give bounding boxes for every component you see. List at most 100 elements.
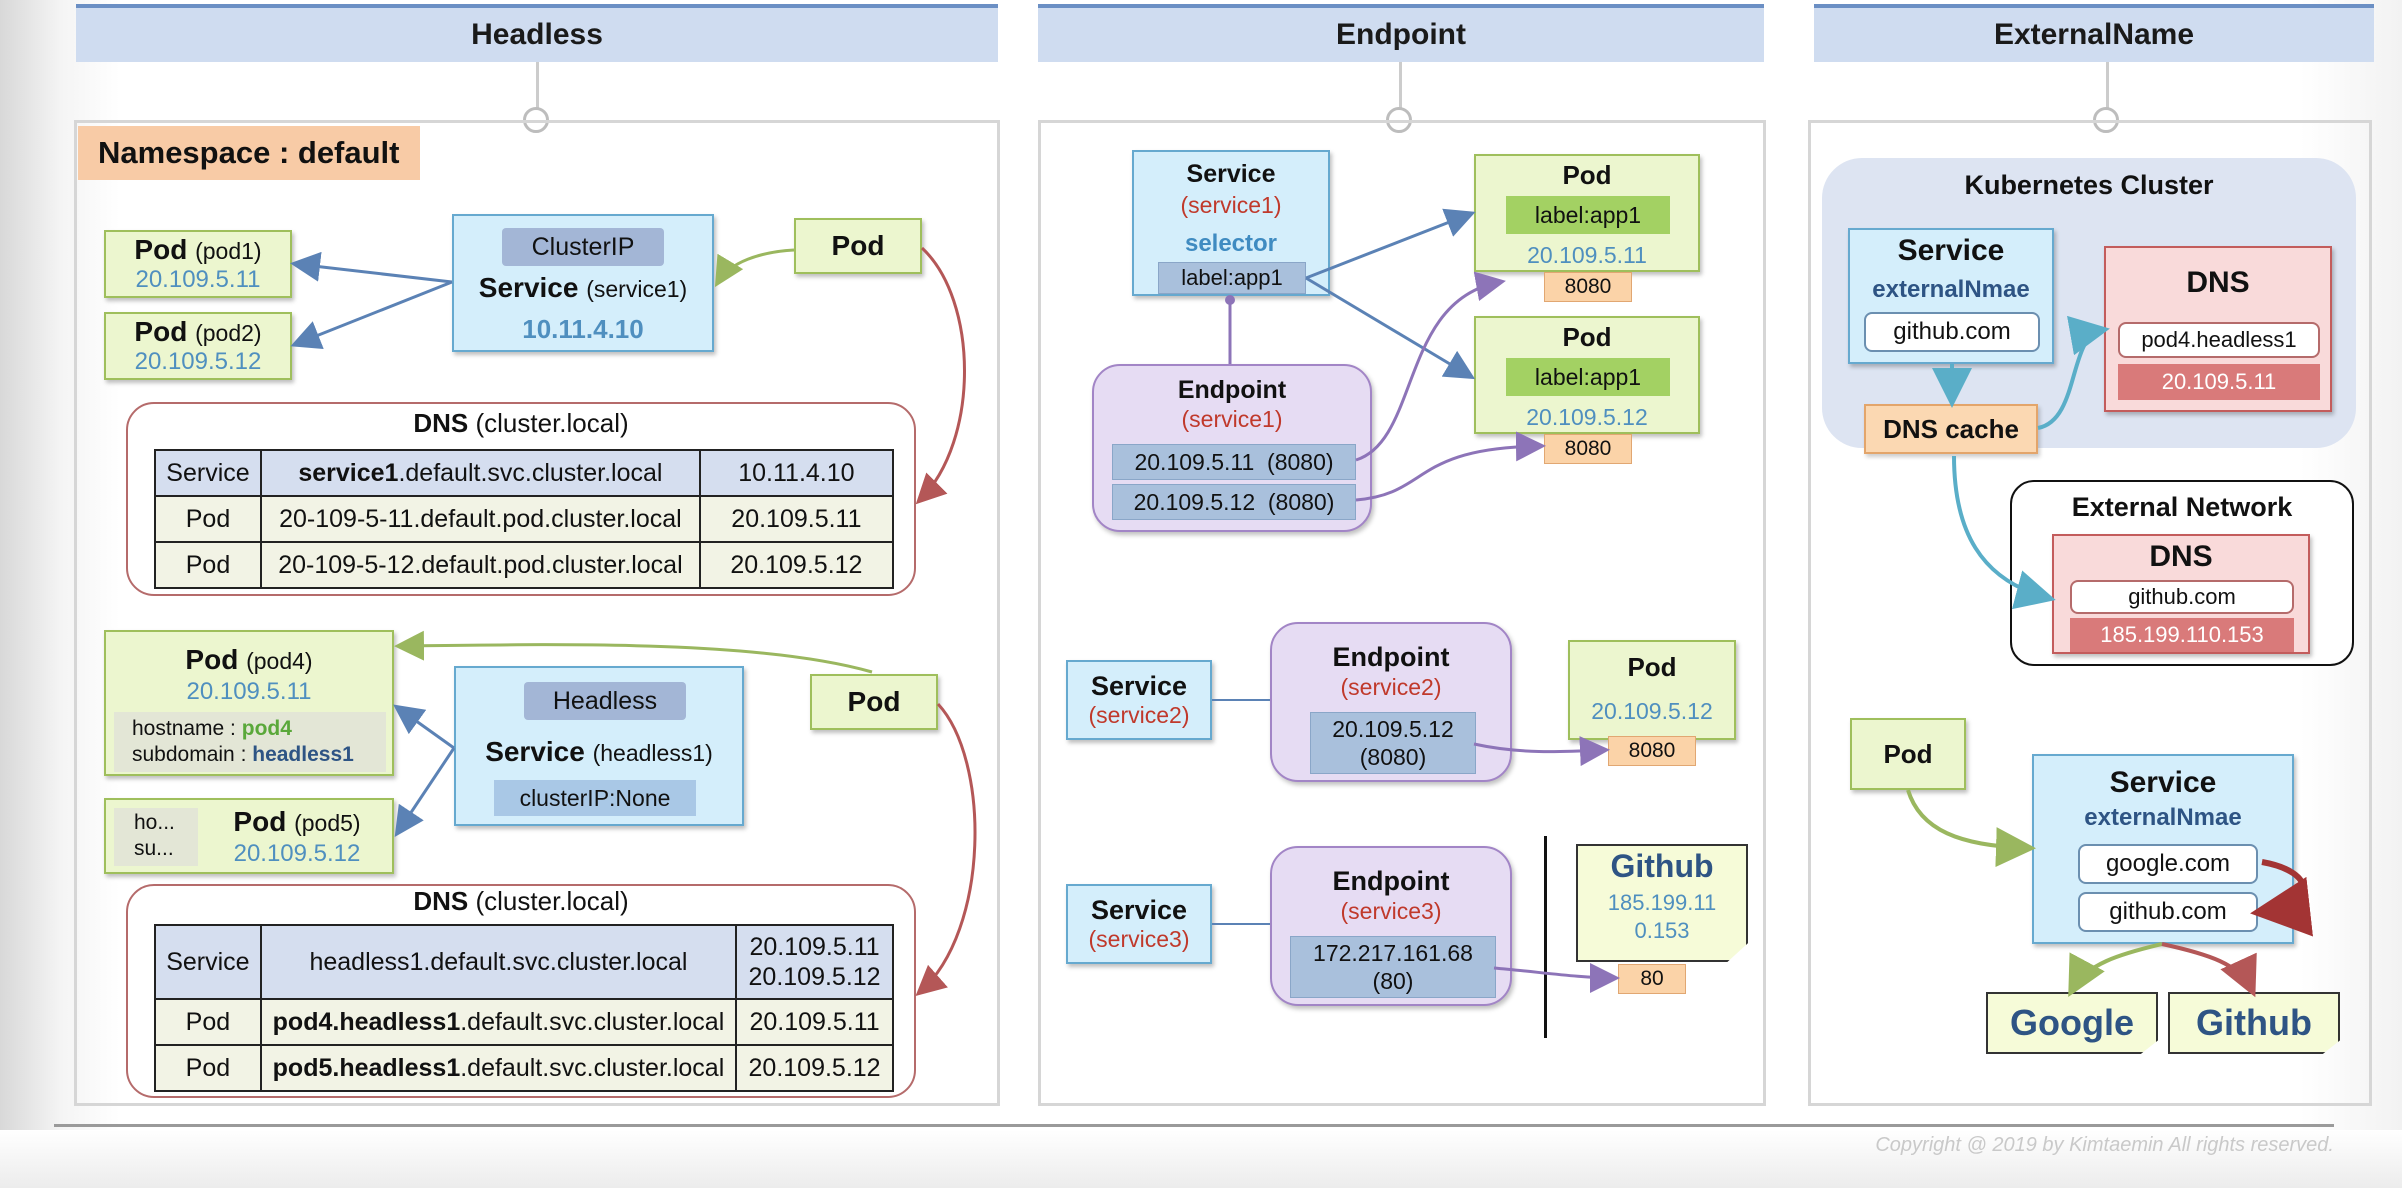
namespace-label: Namespace : default bbox=[78, 126, 420, 180]
headless-service-box: Headless Service (headless1) clusterIP:N… bbox=[454, 666, 744, 826]
ext-client-pod: Pod bbox=[1850, 718, 1966, 790]
dns-ip: 20.109.5.11 bbox=[698, 495, 895, 543]
external-dns-box: DNS github.com 185.199.110.153 bbox=[2052, 534, 2310, 654]
table-row: Service headless1.default.svc.cluster.lo… bbox=[154, 924, 894, 1000]
pod5-box: ho... su... Pod (pod5) 20.109.5.12 bbox=[104, 798, 394, 874]
header-headless: Headless bbox=[76, 4, 998, 62]
endpoint1-title: Endpoint bbox=[1177, 376, 1287, 404]
connector-line bbox=[1399, 62, 1402, 112]
dns-name: headless1.default.svc.cluster.local bbox=[259, 924, 738, 1000]
service1-endpoint1-dot bbox=[1225, 295, 1235, 305]
dns-name: .default.svc.cluster.local bbox=[398, 458, 663, 487]
arrow-selector-pod-b bbox=[1305, 276, 1476, 380]
github-port: 80 bbox=[1618, 964, 1686, 994]
ep-pod-a-box: Pod label:app1 20.109.5.11 bbox=[1474, 154, 1700, 272]
arrow-endpoint2-pod-c bbox=[1473, 736, 1610, 767]
header-endpoint: Endpoint bbox=[1038, 4, 1764, 62]
endpoint2-addr2: (8080) bbox=[1359, 744, 1427, 770]
ep-pod-b-label: label:app1 bbox=[1506, 358, 1670, 396]
arrow-service2-github bbox=[2161, 942, 2257, 998]
ep-pod-b-title: Pod bbox=[1562, 322, 1612, 352]
ext-service2-value1: google.com bbox=[2078, 844, 2258, 884]
pod1-box: Pod (pod1) 20.109.5.11 bbox=[104, 230, 292, 298]
ep-pod-a-ip: 20.109.5.11 bbox=[1527, 242, 1647, 268]
ep-service1-name: (service1) bbox=[1180, 192, 1282, 218]
arrow-dnscache-externaldns bbox=[1952, 455, 2056, 610]
arrow-endpoint3-github bbox=[1493, 962, 1620, 993]
endpoint2-address: 20.109.5.12 (8080) bbox=[1310, 712, 1476, 774]
panel-endpoint bbox=[1038, 120, 1766, 1106]
ext-service-externalname: externalNmae bbox=[1872, 276, 2030, 303]
ep-service3-title: Service bbox=[1090, 895, 1188, 925]
ep-pod-c-port: 8080 bbox=[1608, 736, 1696, 766]
arrow-service1-pod1 bbox=[290, 251, 453, 284]
endpoint3-name: (service3) bbox=[1340, 898, 1442, 924]
arrow-google-github bbox=[2250, 859, 2314, 937]
cluster-dns-entry: pod4.headless1 bbox=[2118, 322, 2320, 358]
connector-line bbox=[536, 62, 539, 112]
dns-name: .default.svc.cluster.local bbox=[460, 1053, 725, 1082]
ep-service1-box: Service (service1) selector label:app1 bbox=[1132, 150, 1330, 296]
arrow-dnscache-clusterdns bbox=[2037, 315, 2110, 430]
ep-pod-c-ip: 20.109.5.12 bbox=[1591, 698, 1713, 724]
client-pod-bottom: Pod bbox=[810, 674, 938, 730]
copyright-text: Copyright @ 2019 by Kimtaemin All rights… bbox=[1875, 1134, 2334, 1156]
subdomain-label: subdomain : bbox=[132, 743, 247, 766]
table-row: Pod pod4.headless1.default.svc.cluster.l… bbox=[154, 998, 894, 1046]
ep-pod-a-title: Pod bbox=[1562, 160, 1612, 190]
client-pod-top: Pod bbox=[794, 218, 922, 274]
pod2-box: Pod (pod2) 20.109.5.12 bbox=[104, 312, 292, 380]
service1-clusterip-box: ClusterIP Service (service1) 10.11.4.10 bbox=[452, 214, 714, 352]
ep-service3-box: Service (service3) bbox=[1066, 884, 1212, 964]
arrow-client-service1 bbox=[714, 248, 795, 288]
ext-service-title: Service bbox=[1897, 234, 2005, 267]
github-note: Github 185.199.11 0.153 bbox=[1576, 844, 1748, 962]
dns-kind: Pod bbox=[154, 998, 262, 1046]
arrow-pod-service2 bbox=[1906, 789, 2036, 868]
dns-ip: 20.109.5.12 bbox=[735, 1044, 894, 1092]
subdomain-value: headless1 bbox=[252, 743, 354, 766]
endpoint2-box: Endpoint (service2) 20.109.5.12 (8080) bbox=[1270, 622, 1512, 782]
google-note: Google bbox=[1986, 992, 2158, 1054]
dns-ip: 20.109.5.11 bbox=[735, 998, 894, 1046]
pod2-name: (pod2) bbox=[195, 320, 262, 346]
pod4-hostinfo: hostname : pod4 subdomain : headless1 bbox=[114, 712, 386, 772]
arrow-client-pod4 bbox=[394, 630, 873, 674]
arrow-headless-pod5 bbox=[394, 747, 456, 837]
table-row: Service service1.default.svc.cluster.loc… bbox=[154, 449, 895, 497]
endpoint3-title: Endpoint bbox=[1332, 866, 1450, 896]
endpoint3-address: 172.217.161.68 (80) bbox=[1290, 936, 1496, 998]
footer-bar bbox=[0, 1130, 2402, 1188]
arrow-client-dns-bottom bbox=[915, 702, 977, 996]
ext-service2-externalname: externalNmae bbox=[2084, 804, 2242, 831]
dns-kind: Service bbox=[154, 924, 262, 1000]
pod4-name: (pod4) bbox=[246, 648, 313, 674]
dns-name: 20-109-5-11.default.pod.cluster.local bbox=[259, 495, 701, 543]
ep-service2-name: (service2) bbox=[1088, 702, 1190, 728]
cluster-dns-box: DNS pod4.headless1 20.109.5.11 bbox=[2104, 246, 2332, 412]
dns-name-bold: pod4.headless1 bbox=[272, 1007, 461, 1036]
dns-ip: 20.109.5.12 bbox=[698, 541, 895, 589]
ext-service2-title: Service bbox=[2109, 766, 2217, 799]
external-dns-entry: github.com bbox=[2070, 580, 2294, 614]
external-dns-ip: 185.199.110.153 bbox=[2070, 618, 2294, 652]
external-dns-title: DNS bbox=[2149, 540, 2213, 573]
ep-selector-value: label:app1 bbox=[1158, 262, 1306, 294]
pod5-title: Pod bbox=[233, 806, 287, 837]
dns-bottom-subtitle: (cluster.local) bbox=[475, 886, 629, 916]
ext-service-value: github.com bbox=[1864, 312, 2040, 352]
ep-selector-label: selector bbox=[1184, 230, 1278, 257]
ep-pod-a-label: label:app1 bbox=[1506, 196, 1670, 234]
pod5-trunc-hostname: ho... bbox=[134, 811, 175, 834]
arrow-selector-pod-a bbox=[1305, 208, 1476, 280]
github-note-ip2: 0.153 bbox=[1634, 918, 1690, 943]
dns-name: 20-109-5-12.default.pod.cluster.local bbox=[259, 541, 701, 589]
ep-service1-title: Service bbox=[1186, 160, 1276, 188]
dns-cache-box: DNS cache bbox=[1864, 404, 2038, 454]
table-row: Pod 20-109-5-11.default.pod.cluster.loca… bbox=[154, 495, 895, 543]
dns-ip: 20.109.5.12 bbox=[748, 963, 881, 991]
pod1-ip: 20.109.5.11 bbox=[135, 266, 261, 293]
endpoint1-addr2: 20.109.5.12 (8080) bbox=[1112, 484, 1356, 520]
dns-name-bold: service1 bbox=[298, 458, 399, 487]
